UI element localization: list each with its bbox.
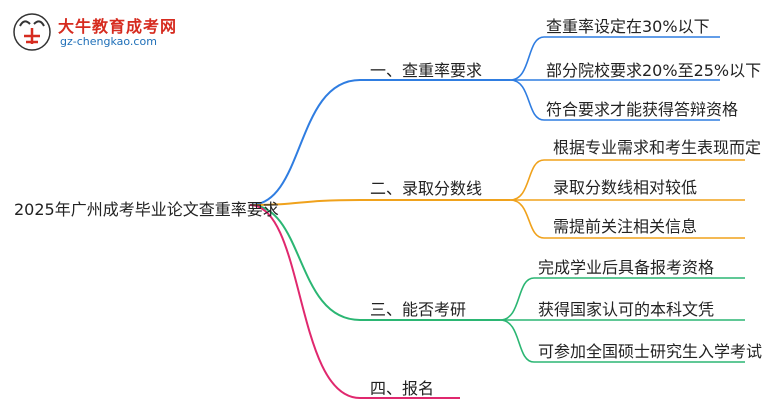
leaf-1-2: 部分院校要求20%至25%以下 (546, 61, 762, 80)
leaf-3-1: 完成学业后具备报考资格 (538, 258, 715, 277)
branch-3-label: 三、能否考研 (370, 300, 467, 319)
leaf-connector-3-3 (499, 319, 745, 363)
leaf-2-1: 根据专业需求和考生表现而定 (553, 138, 762, 157)
branch-2-label: 二、录取分数线 (370, 179, 483, 198)
leaf-2-2: 录取分数线相对较低 (553, 178, 698, 197)
branch-connector-2 (249, 199, 510, 206)
logo-title: 大牛教育成考网 (58, 17, 178, 36)
leaf-connector-1-3 (509, 79, 720, 121)
leaf-connector-1-1 (509, 36, 720, 81)
leaf-3-2: 获得国家认可的本科文凭 (538, 300, 715, 319)
branch-connector-3 (249, 204, 500, 321)
branch-1-label: 一、查重率要求 (370, 61, 483, 80)
leaf-2-3: 需提前关注相关信息 (553, 217, 698, 236)
logo: 大牛教育成考网 gz-chengkao.com (8, 10, 198, 54)
leaf-3-3: 可参加全国硕士研究生入学考试 (538, 342, 762, 361)
leaf-connector-2-1 (509, 159, 745, 201)
branch-connector-4 (249, 204, 460, 399)
leaf-1-1: 查重率设定在30%以下 (546, 17, 710, 36)
leaf-1-3: 符合要求才能获得答辩资格 (546, 100, 739, 119)
branch-connector-1 (249, 79, 510, 206)
leaf-connector-2-3 (509, 199, 745, 239)
branch-4-label: 四、报名 (370, 379, 435, 398)
bull-logo-icon (13, 13, 51, 51)
logo-url: gz-chengkao.com (60, 35, 157, 48)
leaf-connector-3-1 (499, 277, 745, 321)
root-node: 2025年广州成考毕业论文查重率要求 (14, 200, 279, 219)
